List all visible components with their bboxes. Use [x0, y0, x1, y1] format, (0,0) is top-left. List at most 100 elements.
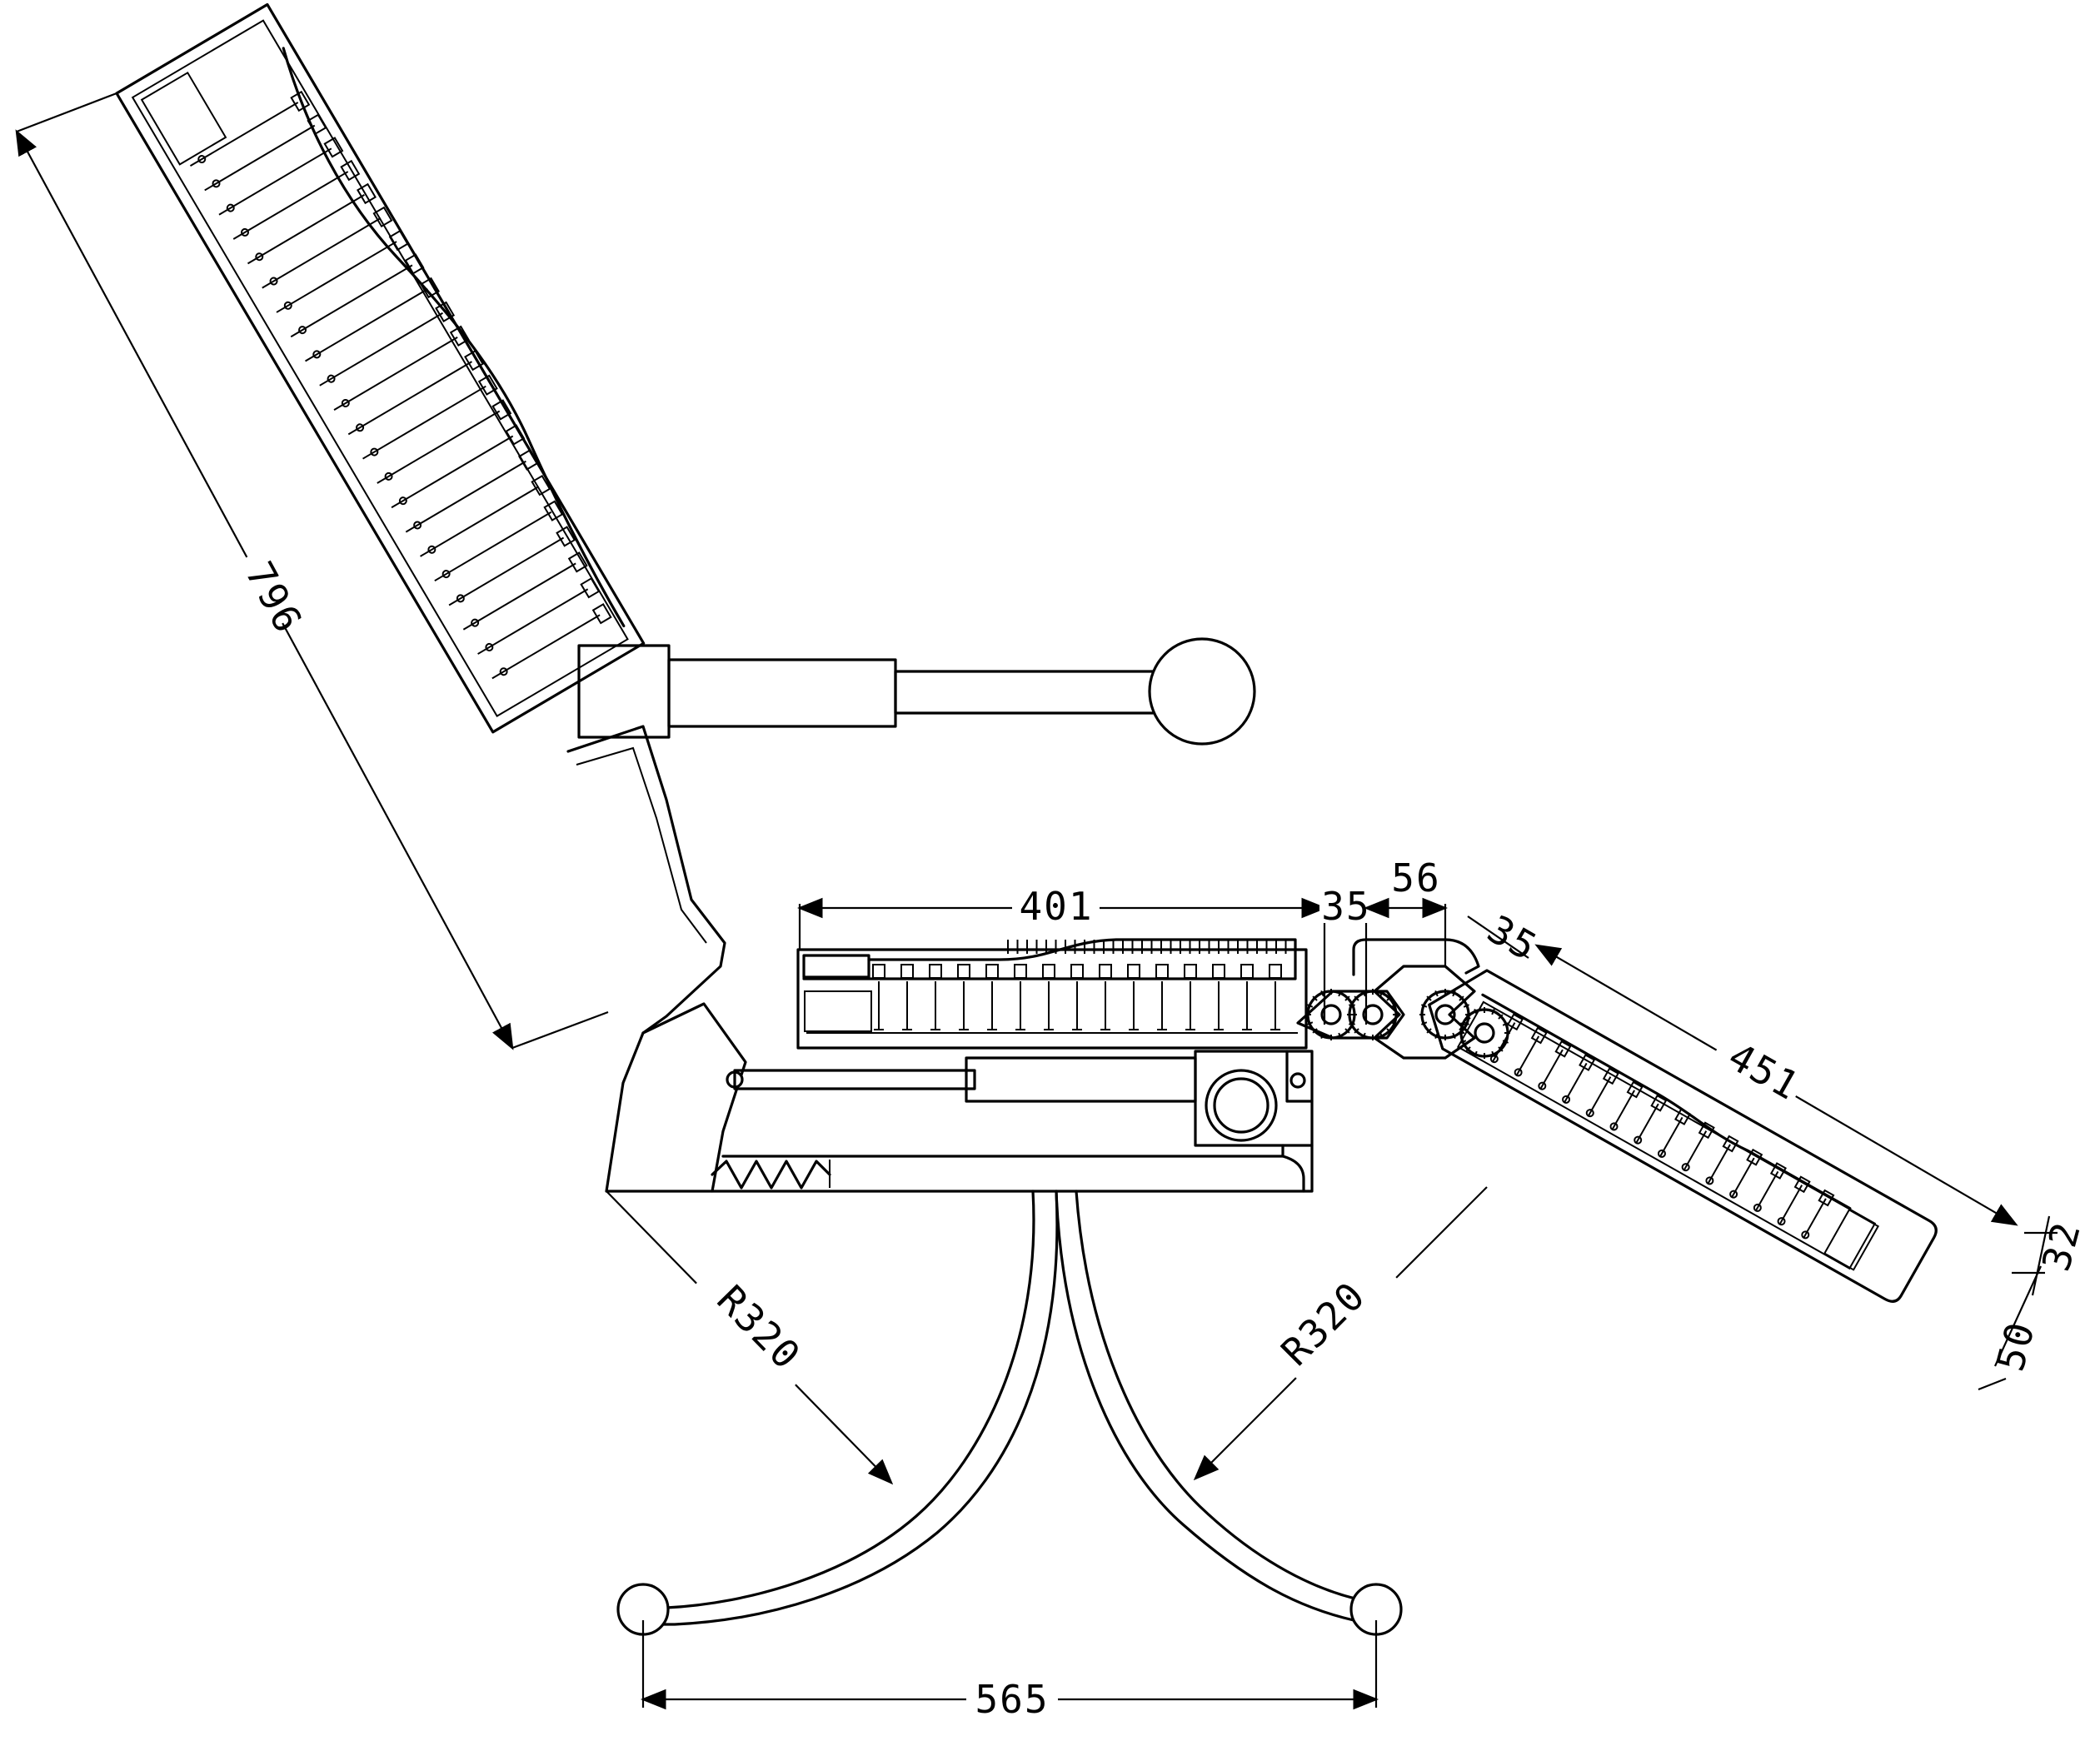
hinge-assembly — [1296, 938, 1510, 1060]
hinge-gear-tooth — [1502, 1022, 1509, 1026]
hinge-gear-tooth — [1434, 990, 1439, 997]
seat-spring-cap — [1155, 964, 1169, 979]
actuator-cylinder — [965, 1056, 1197, 1103]
backrest-spring-rod — [262, 217, 382, 289]
backrest-spring-cap — [290, 90, 311, 112]
backrest-spring-cap — [531, 474, 551, 496]
backrest-hinge-plate — [566, 725, 726, 1035]
backrest-inner-edge — [576, 746, 707, 944]
legrest-inner-frame — [1456, 1000, 1877, 1270]
legrest-spring-rod — [1492, 1022, 1516, 1063]
hinge-gear-tooth — [1306, 1004, 1314, 1008]
dim-legrest-end-thickness: 32 — [2033, 1216, 2090, 1275]
dim-line-legrest-end — [2031, 1215, 2051, 1296]
seat-spring-cap — [872, 964, 885, 979]
legrest-end-block — [1823, 1209, 1880, 1271]
hinge-gear-tooth — [1426, 1028, 1432, 1034]
backrest-spring-rod — [405, 460, 526, 533]
legrest-spring-eye — [1801, 1230, 1810, 1240]
hinge-gear-tooth — [1362, 990, 1366, 997]
backrest-spring-rod — [290, 264, 413, 338]
hinge-gear-tooth — [1420, 1021, 1428, 1025]
hinge-gear-tooth — [1465, 1046, 1471, 1052]
seat-inner-block — [804, 990, 872, 1032]
backrest-spring-rod — [333, 336, 458, 411]
dim-base-span: 565 — [975, 1677, 1049, 1722]
seat-spring-cap — [1099, 964, 1112, 979]
seat-spring-cap — [900, 964, 914, 979]
backrest-spring-rod — [377, 410, 501, 484]
hinge-gear-tooth — [1344, 1028, 1350, 1034]
hinge-gear-tooth — [1348, 1021, 1355, 1025]
hinge-gear-tooth — [1344, 995, 1350, 1001]
lower-rail-end — [1281, 1155, 1305, 1193]
backrest-spring-rod — [189, 102, 299, 167]
backrest-top-block — [140, 71, 227, 166]
seat-spring-cap — [1014, 964, 1027, 979]
seat-spring-cap — [929, 964, 942, 979]
seat-frame — [796, 948, 1308, 1050]
hinge-gear-tooth — [1379, 990, 1384, 997]
backrest-spring-rod — [305, 288, 428, 362]
seat-spring-cap — [1042, 964, 1055, 979]
hinge-gear-tooth — [1338, 1032, 1342, 1040]
hinge-axle — [1320, 1004, 1342, 1025]
hinge-gear-tooth — [1348, 1004, 1355, 1008]
dim-hinge-gap-c: 35 — [1480, 906, 1545, 970]
backrest-spring-rod — [420, 486, 540, 557]
seat-spring-cap — [1212, 964, 1225, 979]
hinge-gear-tooth — [1452, 990, 1456, 997]
actuator-end-bracket — [1285, 1050, 1314, 1103]
backrest-spring-rod — [448, 536, 565, 606]
backrest-spring-rod — [434, 511, 552, 582]
backrest-spring-rod — [477, 588, 589, 655]
backrest-spring-rod — [204, 124, 316, 192]
legrest-spring-eye — [1489, 1055, 1499, 1064]
hinge-gear-tooth — [1390, 1021, 1398, 1025]
leg-rest — [1428, 969, 1938, 1303]
dim-seat-length: 401 — [1019, 884, 1093, 929]
lower-rail — [721, 1144, 1284, 1158]
seat-spring-cap — [1184, 964, 1197, 979]
hinge-gears — [1305, 989, 1510, 1059]
backrest-spring-rod — [362, 385, 486, 460]
seat-cushion-profile — [802, 938, 1297, 980]
dimensions: 796 401 35 56 35 451 32 50 R32 — [15, 92, 2090, 1722]
hinge-gear-tooth — [1498, 1014, 1504, 1020]
backrest-spring-cap — [556, 526, 576, 547]
hinge-gear-tooth — [1390, 1004, 1398, 1008]
actuator-end-pivot — [1289, 1072, 1306, 1089]
hinge-gear-tooth — [1463, 1004, 1470, 1008]
hinge-gear-tooth — [1306, 1021, 1314, 1025]
seat — [796, 938, 1308, 1050]
seat-spring-cap — [985, 964, 999, 979]
hinge-gear-tooth — [1386, 1028, 1392, 1034]
hinge-gear-tooth — [1320, 1032, 1324, 1040]
base-leg-left — [648, 1190, 1059, 1626]
hinge-gear-tooth — [1338, 990, 1342, 997]
base — [616, 1190, 1403, 1636]
backrest-spring-cap — [518, 449, 538, 471]
dim-hinge-gap-b: 56 — [1391, 856, 1440, 900]
hinge-gear-tooth — [1379, 1032, 1384, 1040]
seat-spring-cap — [1127, 964, 1140, 979]
hinge-gear-tooth — [1354, 995, 1359, 1001]
dim-ext-backrest-bottom — [511, 1010, 609, 1050]
hinge-gear-tooth — [1386, 995, 1392, 1001]
hinge-gear-tooth — [1420, 1004, 1428, 1008]
seat-support-frame — [605, 1002, 1314, 1193]
dim-hinge-gap-a: 35 — [1321, 884, 1370, 929]
support-column — [605, 1002, 747, 1193]
hinge-link-center — [1373, 965, 1476, 1060]
dim-line-legrest-thickness — [1994, 1265, 2042, 1367]
hinge-gear-tooth — [1459, 995, 1464, 1001]
armrest — [577, 637, 1256, 746]
backrest-spring-cap — [580, 577, 601, 599]
hinge-gear-tooth — [1452, 1032, 1456, 1040]
backrest-spring-cap — [543, 500, 564, 521]
seat-spring-cap — [1269, 964, 1282, 979]
hinge-gear-tooth — [1491, 1008, 1495, 1015]
hinge-gear-tooth — [1426, 995, 1432, 1001]
hinge-gear-tooth — [1465, 1014, 1471, 1020]
